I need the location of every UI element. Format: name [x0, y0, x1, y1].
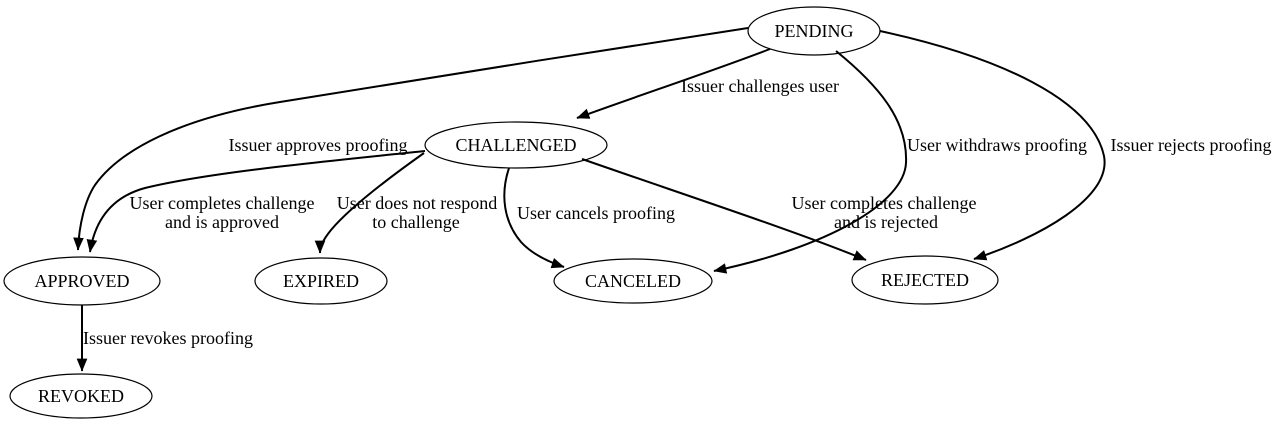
edge-challenged-rejected-label-line2: and is rejected — [834, 212, 938, 232]
edge-pending-canceled-line — [713, 50, 908, 274]
edge-challenged-expired-label-line2: to challenge — [372, 212, 459, 232]
node-challenged-label: CHALLENGED — [456, 135, 577, 155]
edge-pending-approved: Issuer approves proofing — [73, 27, 749, 251]
edge-challenged-rejected-label-line1: User completes challenge — [792, 193, 977, 213]
edge-challenged-expired: User does not respond to challenge — [314, 152, 497, 254]
node-pending-label: PENDING — [775, 21, 854, 41]
edge-pending-approved-label: Issuer approves proofing — [229, 135, 408, 155]
edge-pending-approved-line — [73, 27, 749, 251]
node-challenged: CHALLENGED — [424, 121, 608, 169]
edge-challenged-approved-label-line2: and is approved — [165, 212, 279, 232]
edge-challenged-canceled: User cancels proofing — [503, 167, 675, 269]
edge-pending-rejected-label: Issuer rejects proofing — [1111, 135, 1272, 155]
node-expired: EXPIRED — [254, 257, 388, 305]
edge-pending-challenged-line — [576, 48, 771, 119]
edge-pending-challenged-label: Issuer challenges user — [681, 76, 839, 96]
edge-challenged-canceled-line — [503, 167, 565, 269]
edge-pending-canceled-label: User withdraws proofing — [907, 135, 1087, 155]
node-canceled: CANCELED — [553, 258, 713, 304]
node-revoked: REVOKED — [9, 373, 153, 419]
edge-approved-revoked: Issuer revokes proofing — [76, 305, 253, 372]
node-challenged-shape — [424, 121, 608, 169]
node-revoked-shape — [9, 373, 153, 419]
edge-challenged-rejected: User completes challenge and is rejected — [581, 158, 977, 261]
edge-challenged-rejected-line — [581, 158, 867, 261]
edge-challenged-approved: User completes challenge and is approved — [86, 150, 426, 253]
node-canceled-shape — [553, 258, 713, 304]
edge-challenged-canceled-label: User cancels proofing — [517, 203, 675, 223]
edge-pending-rejected-line — [879, 30, 1106, 261]
node-rejected-shape — [851, 255, 999, 305]
edge-pending-challenged: Issuer challenges user — [576, 48, 839, 119]
node-approved: APPROVED — [3, 256, 161, 306]
node-canceled-label: CANCELED — [585, 271, 681, 291]
node-rejected: REJECTED — [851, 255, 999, 305]
node-approved-label: APPROVED — [34, 271, 129, 291]
node-revoked-label: REVOKED — [38, 386, 124, 406]
edge-challenged-approved-label-line1: User completes challenge — [130, 193, 315, 213]
edge-challenged-expired-label-line1: User does not respond — [337, 193, 497, 213]
edge-challenged-expired-line — [314, 152, 425, 254]
node-expired-shape — [254, 257, 388, 305]
edge-approved-revoked-label: Issuer revokes proofing — [83, 328, 253, 348]
node-rejected-label: REJECTED — [881, 270, 969, 290]
edge-pending-canceled: User withdraws proofing — [713, 50, 1087, 274]
node-expired-label: EXPIRED — [283, 271, 359, 291]
edge-pending-rejected: Issuer rejects proofing — [879, 30, 1272, 261]
edge-challenged-approved-line — [86, 150, 426, 253]
node-pending: PENDING — [747, 6, 881, 56]
